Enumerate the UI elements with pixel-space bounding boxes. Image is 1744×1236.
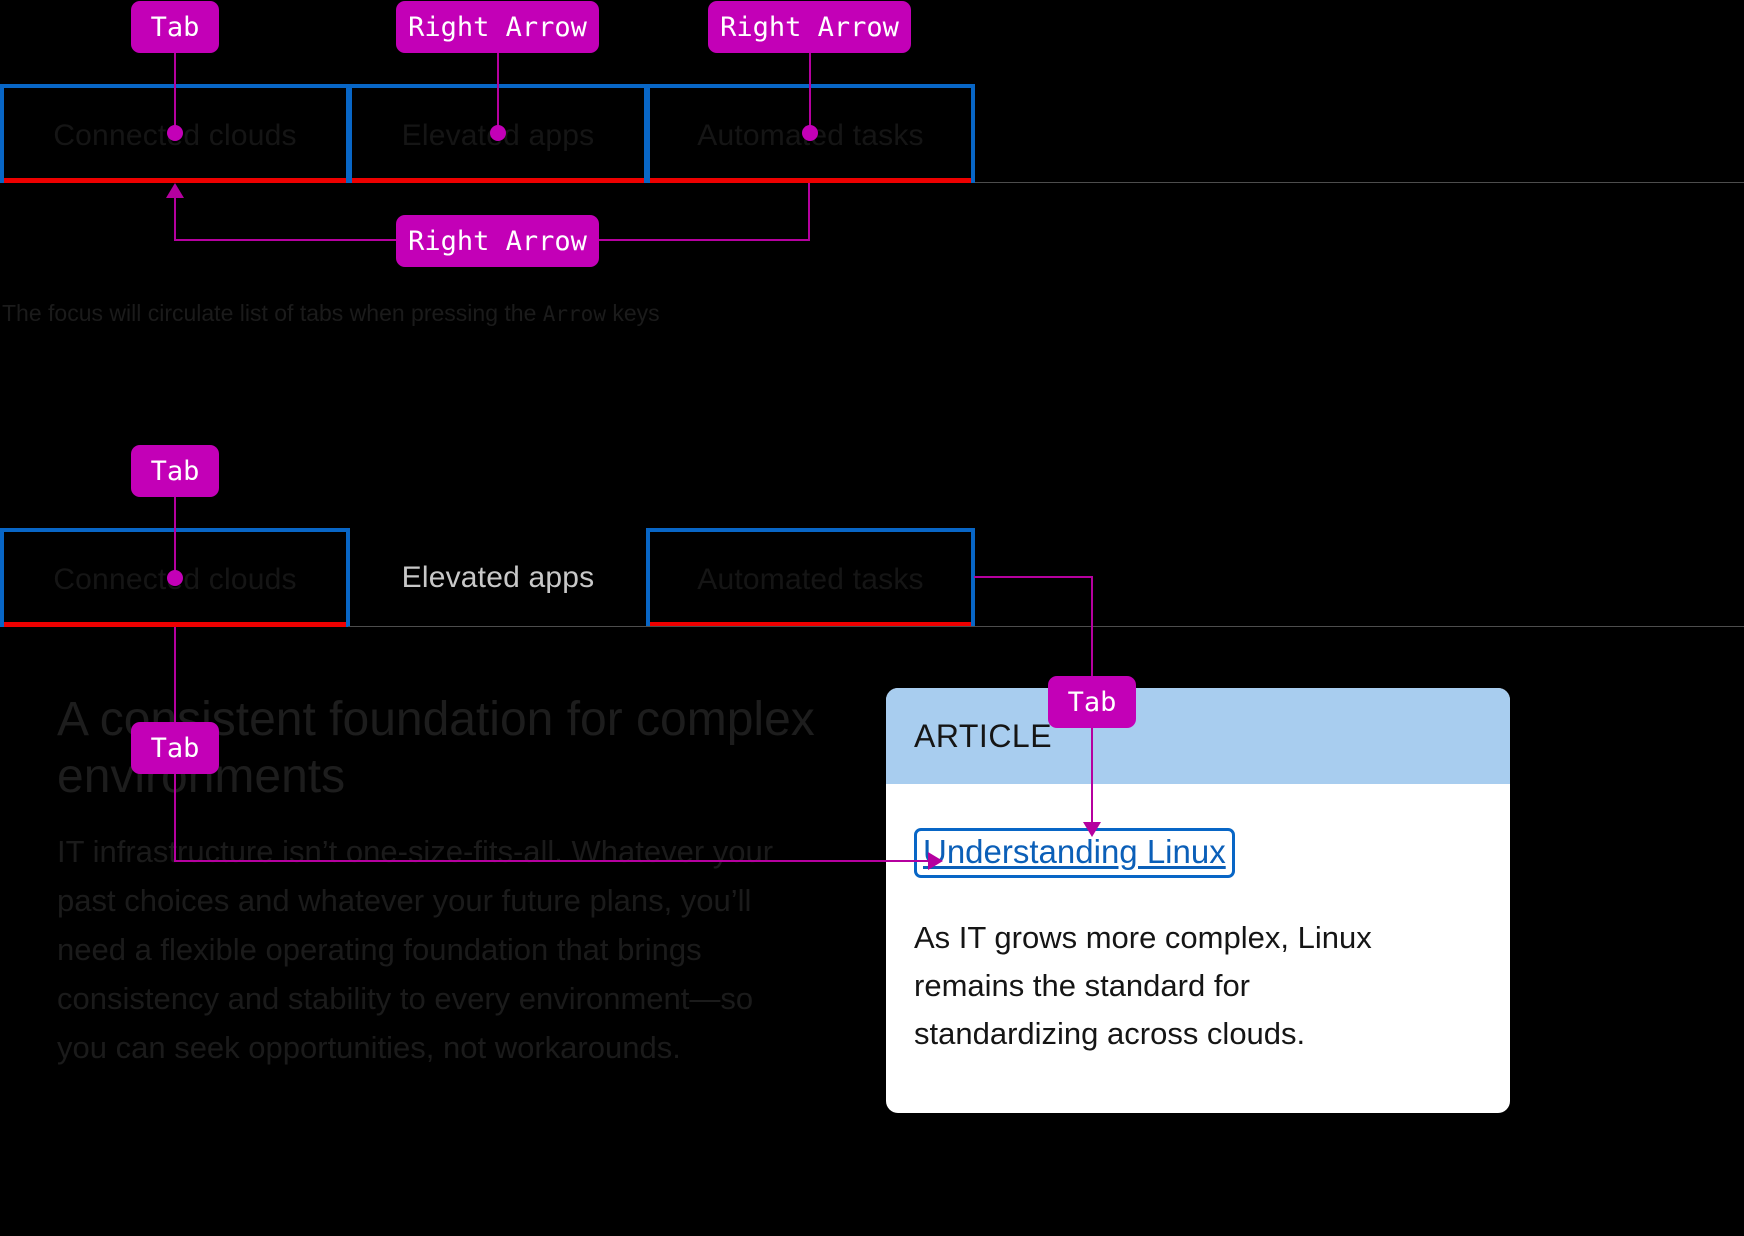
tab-active-underline: [650, 178, 971, 183]
callout-label: Tab: [150, 455, 200, 487]
callout-label: Right Arrow: [408, 225, 587, 257]
callout-right-arrow-wrap: Right Arrow: [396, 215, 599, 267]
callout-tab-3: Tab: [131, 722, 219, 774]
article-card: ARTICLE Understanding Linux As IT grows …: [886, 688, 1510, 1113]
connector-wrap-vertical-left: [174, 197, 176, 240]
connector-dot-right-arrow-1: [490, 125, 506, 141]
tab-active-underline: [4, 178, 346, 183]
connector-card-horizontal: [974, 576, 1093, 578]
connector-line-right-arrow-2: [809, 53, 811, 133]
callout-tab-4: Tab: [1048, 676, 1136, 728]
tab-active-underline: [4, 622, 346, 627]
tab-automated-tasks-2[interactable]: Automated tasks: [646, 528, 975, 627]
tab-active-underline: [650, 622, 971, 627]
callout-tab-1: Tab: [131, 1, 219, 53]
section-one-caption: The focus will circulate list of tabs wh…: [2, 300, 660, 327]
callout-label: Right Arrow: [408, 11, 587, 43]
connector-card-arrowhead: [1083, 822, 1101, 837]
connector-wrap-arrowhead: [166, 183, 184, 198]
callout-label: Tab: [150, 732, 200, 764]
tab-active-underline: [352, 178, 644, 183]
tabstrip-baseline: [975, 182, 1744, 183]
connector-wrap-horizontal-right: [599, 239, 810, 241]
article-card-body: Understanding Linux As IT grows more com…: [886, 784, 1510, 1088]
article-eyebrow: ARTICLE: [914, 717, 1053, 754]
tab-label: Automated tasks: [697, 562, 924, 596]
connector-dot-right-arrow-2: [802, 125, 818, 141]
article-card-header: ARTICLE: [886, 688, 1510, 784]
callout-label: Tab: [1067, 686, 1117, 718]
panel-body: IT infrastructure isn’t one-size-fits-al…: [57, 834, 774, 1065]
tabstrip-baseline-2: [348, 626, 1744, 627]
connector-wrap-vertical-right: [808, 183, 810, 240]
caption-suffix: keys: [605, 300, 660, 326]
connector-wrap-horizontal-left: [174, 239, 396, 241]
article-link-understanding-linux[interactable]: Understanding Linux: [914, 828, 1235, 878]
article-summary: As IT grows more complex, Linux remains …: [914, 920, 1372, 1052]
callout-right-arrow-1: Right Arrow: [396, 1, 599, 53]
connector-line-tab-2: [174, 497, 176, 577]
tabstrip-tab-order: Connected clouds Elevated apps Automated…: [0, 528, 975, 627]
tabstrip-circulating: Connected clouds Elevated apps Automated…: [0, 84, 975, 183]
connector-line-tab-1: [174, 53, 176, 133]
callout-label: Tab: [150, 11, 200, 43]
callout-tab-2: Tab: [131, 445, 219, 497]
caption-prefix: The focus will circulate list of tabs wh…: [2, 300, 543, 326]
connector-dot-tab-2: [167, 570, 183, 586]
connector-dot-tab-1: [167, 125, 183, 141]
tab-label: Elevated apps: [401, 560, 595, 594]
connector-panel-horizontal: [174, 860, 930, 862]
connector-line-right-arrow-1: [497, 53, 499, 133]
callout-right-arrow-2: Right Arrow: [708, 1, 911, 53]
connector-card-vertical-bottom: [1091, 728, 1093, 826]
connector-card-vertical-top: [1091, 576, 1093, 685]
connector-panel-arrowhead: [928, 852, 943, 870]
callout-label: Right Arrow: [720, 11, 899, 43]
tab-elevated-apps-2[interactable]: Elevated apps: [348, 528, 648, 627]
caption-key-name: Arrow: [542, 302, 606, 326]
